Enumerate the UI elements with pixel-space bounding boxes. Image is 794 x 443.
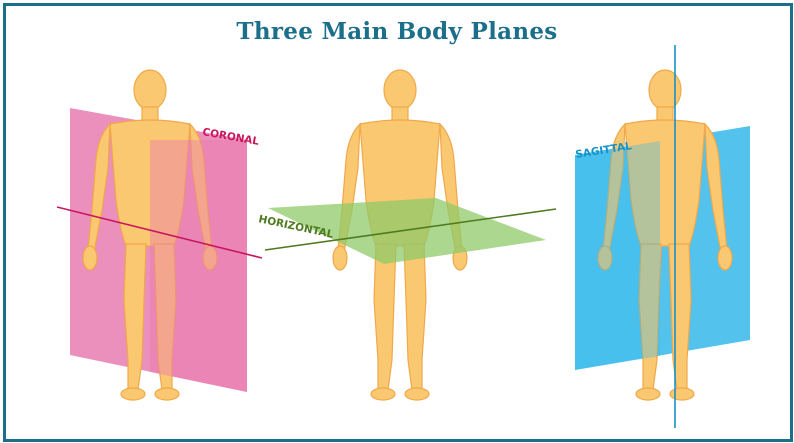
coronal-figure: CORONAL [57, 70, 262, 400]
sagittal-figure: SAGITTAL [575, 45, 750, 428]
horizontal-figure: HORIZONTAL [257, 70, 556, 400]
